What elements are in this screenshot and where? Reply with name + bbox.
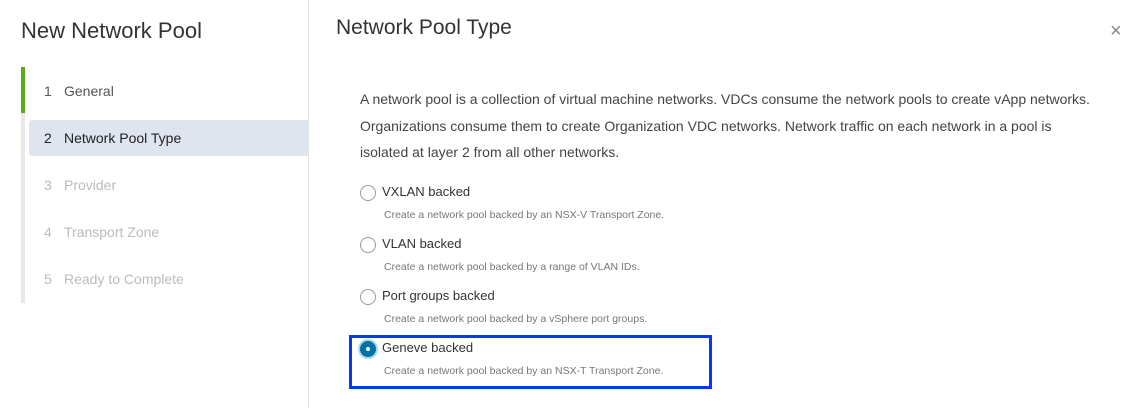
step-number: 3 bbox=[44, 177, 52, 193]
step-number: 4 bbox=[44, 224, 52, 240]
radio-vlan[interactable] bbox=[360, 237, 376, 253]
option-label[interactable]: VLAN backed bbox=[382, 236, 462, 251]
page-title: Network Pool Type bbox=[336, 16, 512, 39]
option-description: Create a network pool backed by a vSpher… bbox=[384, 313, 648, 325]
option-label[interactable]: VXLAN backed bbox=[382, 184, 471, 199]
highlight-box bbox=[349, 335, 712, 389]
option-description: Create a network pool backed by an NSX-T… bbox=[384, 365, 664, 377]
wizard-title: New Network Pool bbox=[21, 18, 202, 43]
wizard-sidebar: New Network Pool 1 General 2 Network Pool … bbox=[0, 0, 309, 408]
close-icon[interactable]: × bbox=[1110, 20, 1122, 42]
step-provider: 3 Provider bbox=[29, 167, 308, 203]
radio-geneve[interactable] bbox=[360, 341, 376, 357]
step-number: 2 bbox=[44, 130, 52, 146]
step-label: Provider bbox=[64, 177, 117, 193]
option-label[interactable]: Geneve backed bbox=[382, 340, 474, 355]
intro-text: A network pool is a collection of virtua… bbox=[360, 91, 1090, 160]
option-description: Create a network pool backed by an NSX-V… bbox=[384, 209, 665, 221]
step-label: General bbox=[64, 83, 114, 99]
step-general[interactable]: 1 General bbox=[29, 73, 308, 109]
radio-vxlan[interactable] bbox=[360, 185, 376, 201]
step-label: Network Pool Type bbox=[64, 130, 182, 146]
step-label: Ready to Complete bbox=[64, 271, 184, 287]
option-label[interactable]: Port groups backed bbox=[382, 288, 495, 303]
option-description: Create a network pool backed by a range … bbox=[384, 261, 640, 273]
step-ready-to-complete: 5 Ready to Complete bbox=[29, 261, 308, 297]
step-number: 1 bbox=[44, 83, 52, 99]
step-transport-zone: 4 Transport Zone bbox=[29, 214, 308, 250]
progress-done bbox=[21, 67, 25, 113]
step-network-pool-type[interactable]: 2 Network Pool Type bbox=[29, 120, 308, 156]
step-number: 5 bbox=[44, 271, 52, 287]
radio-port-groups[interactable] bbox=[360, 289, 376, 305]
step-label: Transport Zone bbox=[64, 224, 160, 240]
progress-track bbox=[21, 67, 25, 303]
